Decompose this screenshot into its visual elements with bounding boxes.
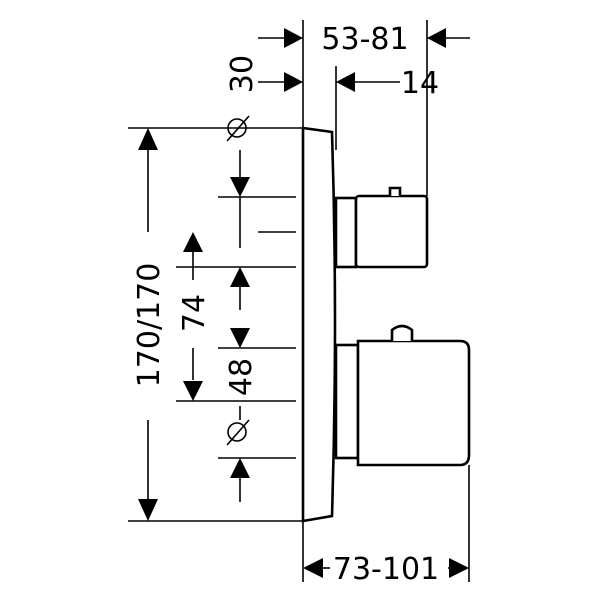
arrowhead (138, 499, 158, 521)
label-spacing-lower: 48 (224, 358, 259, 396)
label-total-height: 170/170 (132, 263, 167, 388)
label-knob-small: 14 (401, 66, 439, 101)
label-depth-small: 30 (225, 55, 260, 93)
diameter-symbol-upper (226, 115, 250, 142)
diameter-symbol-lower (226, 419, 250, 446)
dimension-depth: 30 14 (225, 55, 439, 150)
label-spacing-upper: 74 (177, 294, 212, 332)
product-outline (301, 126, 471, 523)
arrowhead (303, 558, 323, 578)
extension-lines (128, 127, 303, 522)
arrowhead (449, 558, 469, 578)
arrowhead (230, 328, 250, 348)
dimension-bottom-width: 73-101 (302, 465, 470, 587)
arrowhead (284, 28, 303, 48)
lower-handle (356, 339, 471, 467)
cover-plate (301, 126, 337, 523)
arrowhead (230, 267, 250, 287)
arrowhead (284, 72, 303, 92)
upper-knob (354, 194, 429, 269)
dimension-total-height: 170/170 (132, 128, 167, 521)
lower-handle-nub (390, 324, 414, 341)
dimension-top-width: 53-81 (258, 20, 470, 196)
lower-stem (334, 343, 360, 460)
arrowhead (427, 28, 446, 48)
dimension-spacing-upper: 74 (177, 232, 212, 401)
upper-stem (334, 196, 358, 269)
label-bottom-width: 73-101 (333, 552, 439, 587)
dimension-spacing-lower: 48 (224, 150, 259, 502)
arrowhead (230, 458, 250, 478)
upper-knob-pin (388, 186, 402, 196)
arrowhead (138, 128, 158, 150)
arrowhead (230, 177, 250, 197)
label-top-width: 53-81 (321, 22, 408, 57)
arrowhead (183, 381, 203, 401)
arrowhead (336, 72, 355, 92)
arrowhead (183, 232, 203, 252)
